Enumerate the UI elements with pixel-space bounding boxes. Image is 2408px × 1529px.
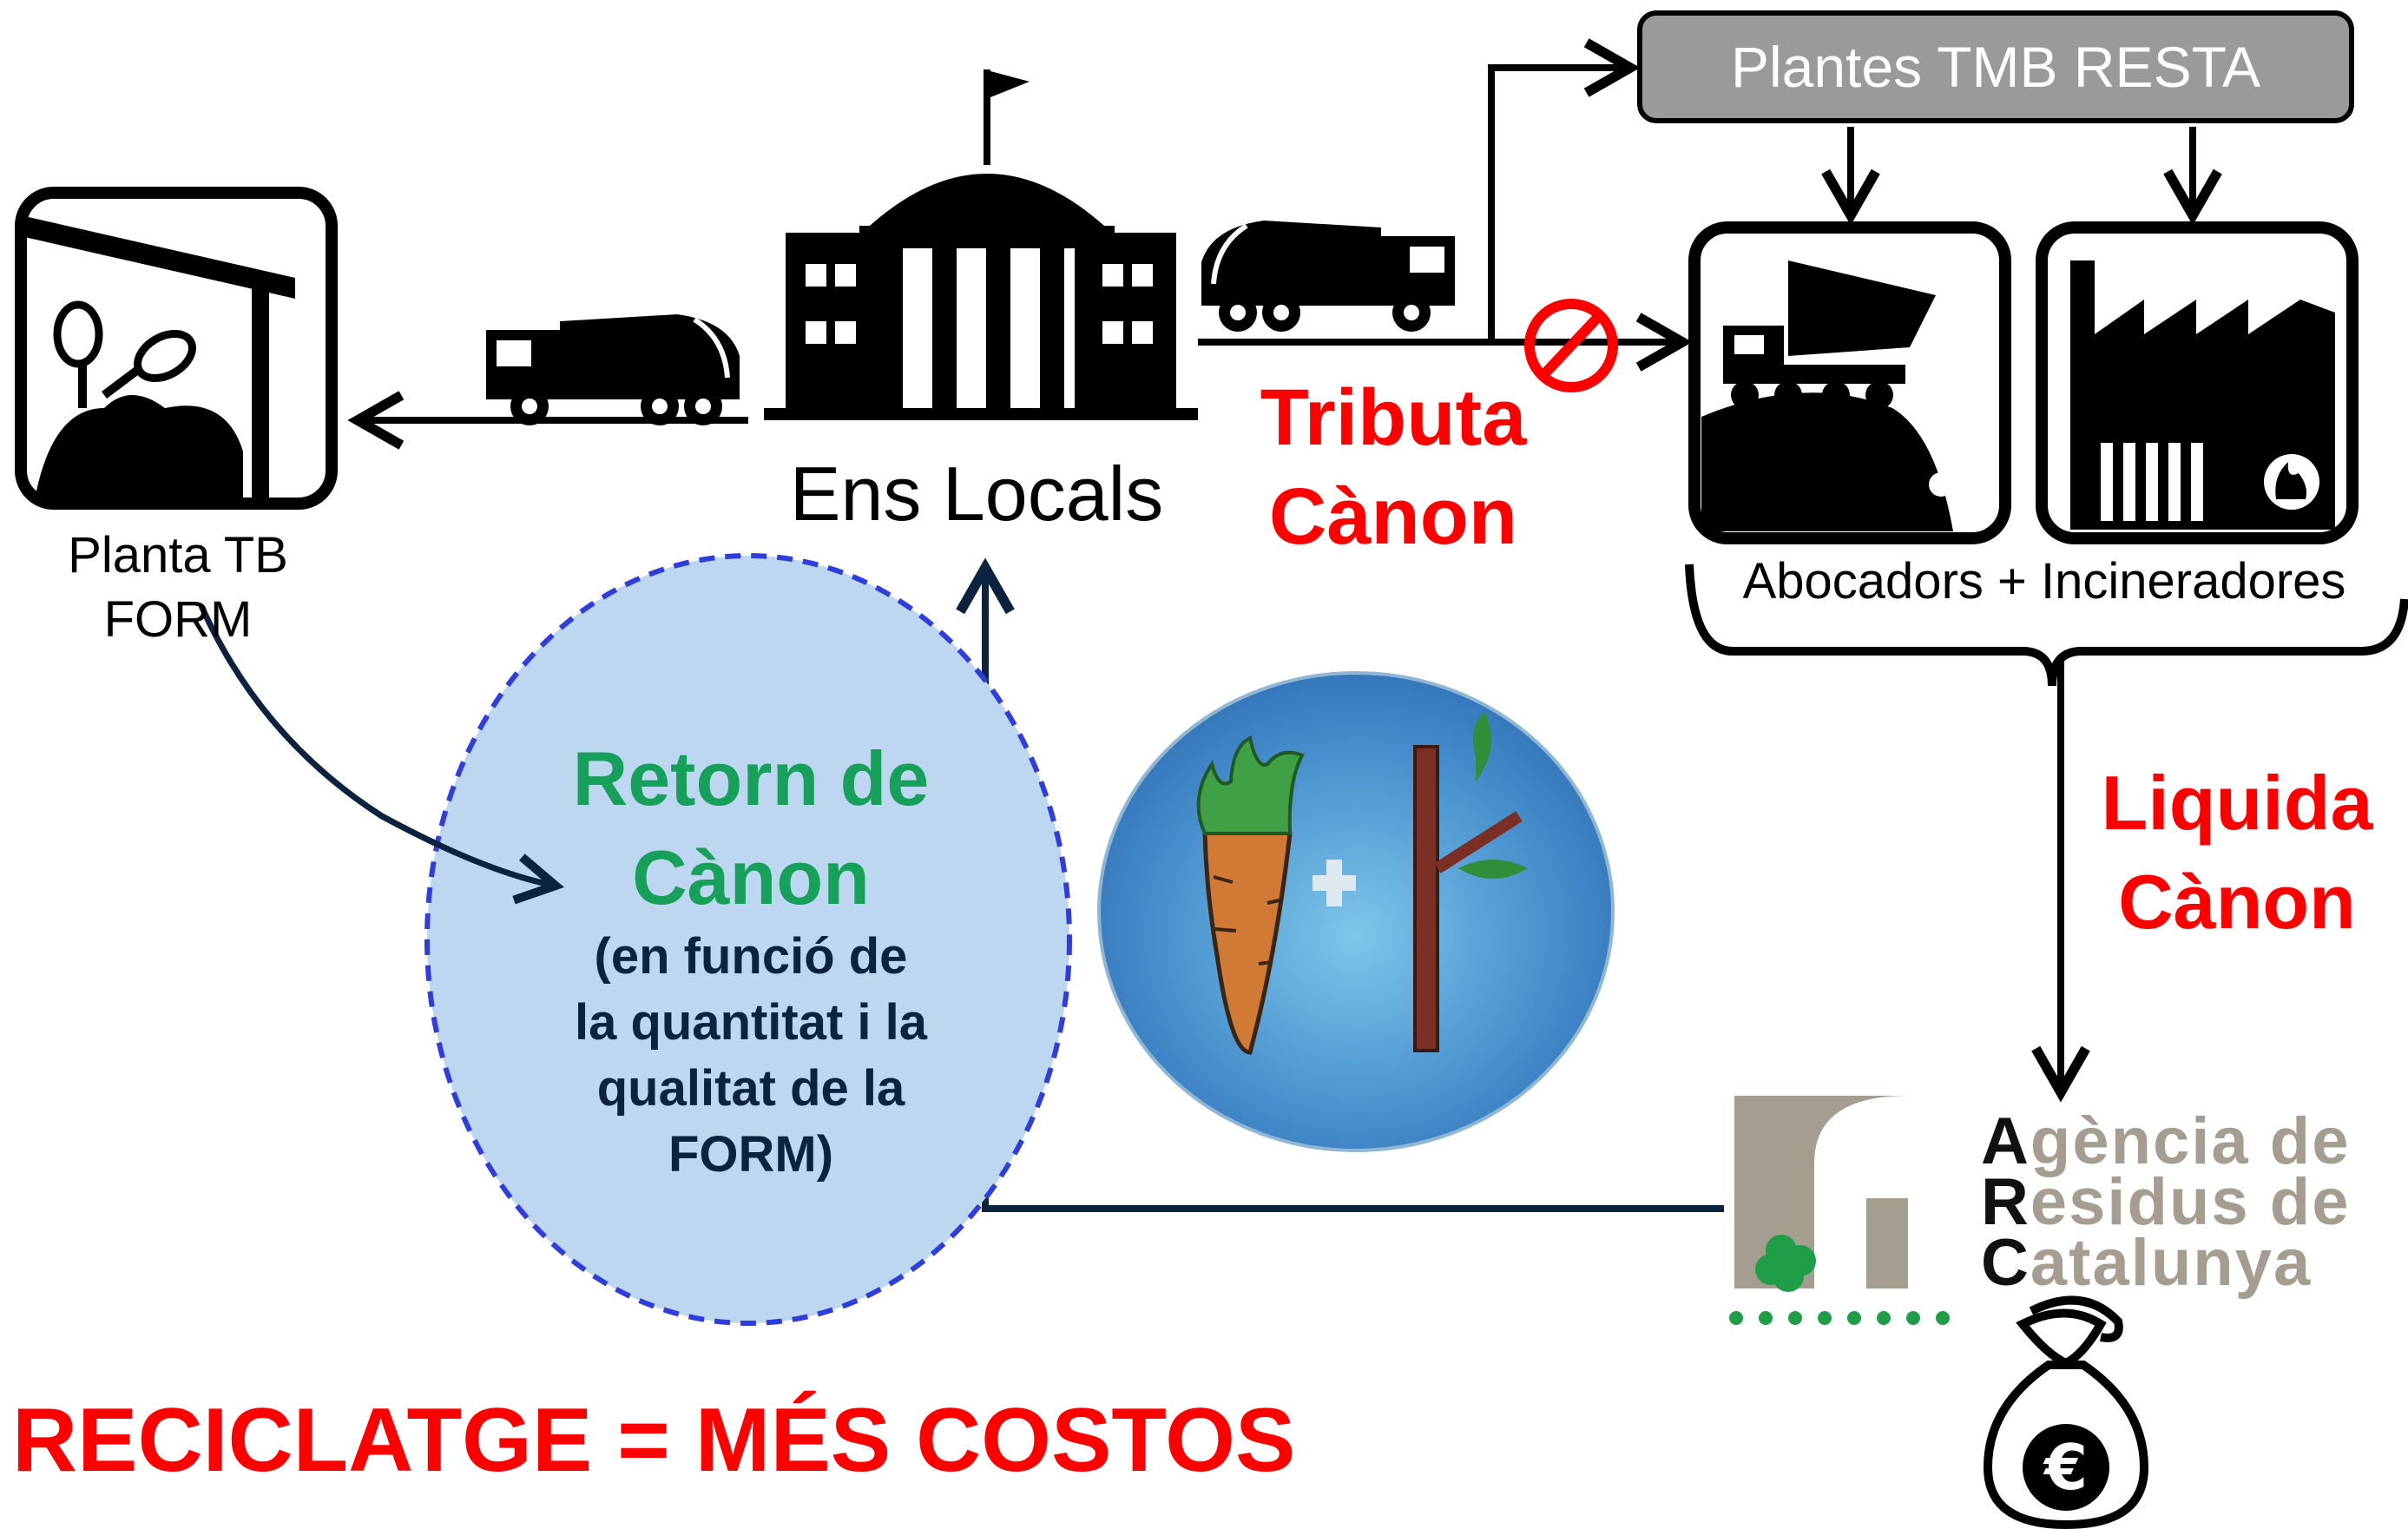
- planta-tb-line2: FORM: [103, 591, 253, 648]
- arc-logo-icon: [1729, 1096, 1950, 1325]
- arc-name-label: Agència de Residus de Catalunya: [1981, 1104, 2351, 1300]
- flow-to-tmb-arrow: [1488, 38, 1641, 342]
- abocadors-label: Abocadors + Incineradores: [1742, 553, 2346, 610]
- retorn-detail-4: FORM): [668, 1126, 834, 1183]
- plantes-tmb-label: Plantes TMB RESTA: [1730, 35, 2261, 99]
- reciclatge-title: RECICLATGE = MÉS COSTOS: [12, 1390, 1296, 1491]
- retorn-detail-1: (en funció de: [594, 928, 908, 985]
- town-hall-icon: [764, 69, 1198, 420]
- svg-text:€: €: [2043, 1431, 2088, 1504]
- no-entry-icon: [1524, 299, 1618, 392]
- money-bag-euro-icon: €: [1983, 1295, 2149, 1529]
- plant-stem-icon: [1413, 712, 1528, 1052]
- planta-tb-line1: Planta TB: [68, 527, 288, 583]
- liquida-line1: Liquida: [2101, 760, 2373, 846]
- retorn-line2: Cànon: [632, 834, 870, 920]
- landfill-icon: [1688, 221, 2011, 544]
- planta-tb-label: Planta TB FORM: [17, 524, 339, 652]
- brace-bracket: [1685, 563, 2408, 687]
- retorn-circle: [424, 553, 1072, 1326]
- liquida-line2: Cànon: [2118, 859, 2356, 945]
- incinerator-icon: [2036, 221, 2359, 544]
- retorn-line1: Retorn de: [572, 735, 930, 821]
- tributa-label: Tributa Cànon: [1215, 368, 1571, 566]
- retorn-title: Retorn de Cànon: [486, 729, 1016, 927]
- garbage-truck-icon: [1201, 221, 1455, 332]
- tributa-line1: Tributa: [1260, 373, 1527, 462]
- tributa-line2: Cànon: [1268, 472, 1518, 561]
- compost-plant-icon: [15, 187, 338, 510]
- retorn-detail-3: qualitat de la: [596, 1060, 905, 1117]
- retorn-detail-2: la quantitat i la: [574, 994, 928, 1051]
- garbage-truck-icon: [486, 314, 740, 425]
- ens-locals-label: Ens Locals: [789, 451, 1164, 537]
- carrot-icon: [1196, 735, 1305, 1055]
- liquida-label: Liquida Cànon: [2066, 754, 2408, 952]
- form-to-retorn-arrow: [198, 604, 564, 905]
- arc-line-2: Residus de: [1981, 1165, 2351, 1239]
- veggie-circle: [1097, 671, 1615, 1152]
- arc-line-1: Agència de: [1981, 1104, 2351, 1178]
- plantes-tmb-box: Plantes TMB RESTA: [1637, 10, 2354, 123]
- arc-line-3: Catalunya: [1981, 1226, 2313, 1300]
- retorn-detail: (en funció de la quantitat i la qualitat…: [486, 924, 1016, 1188]
